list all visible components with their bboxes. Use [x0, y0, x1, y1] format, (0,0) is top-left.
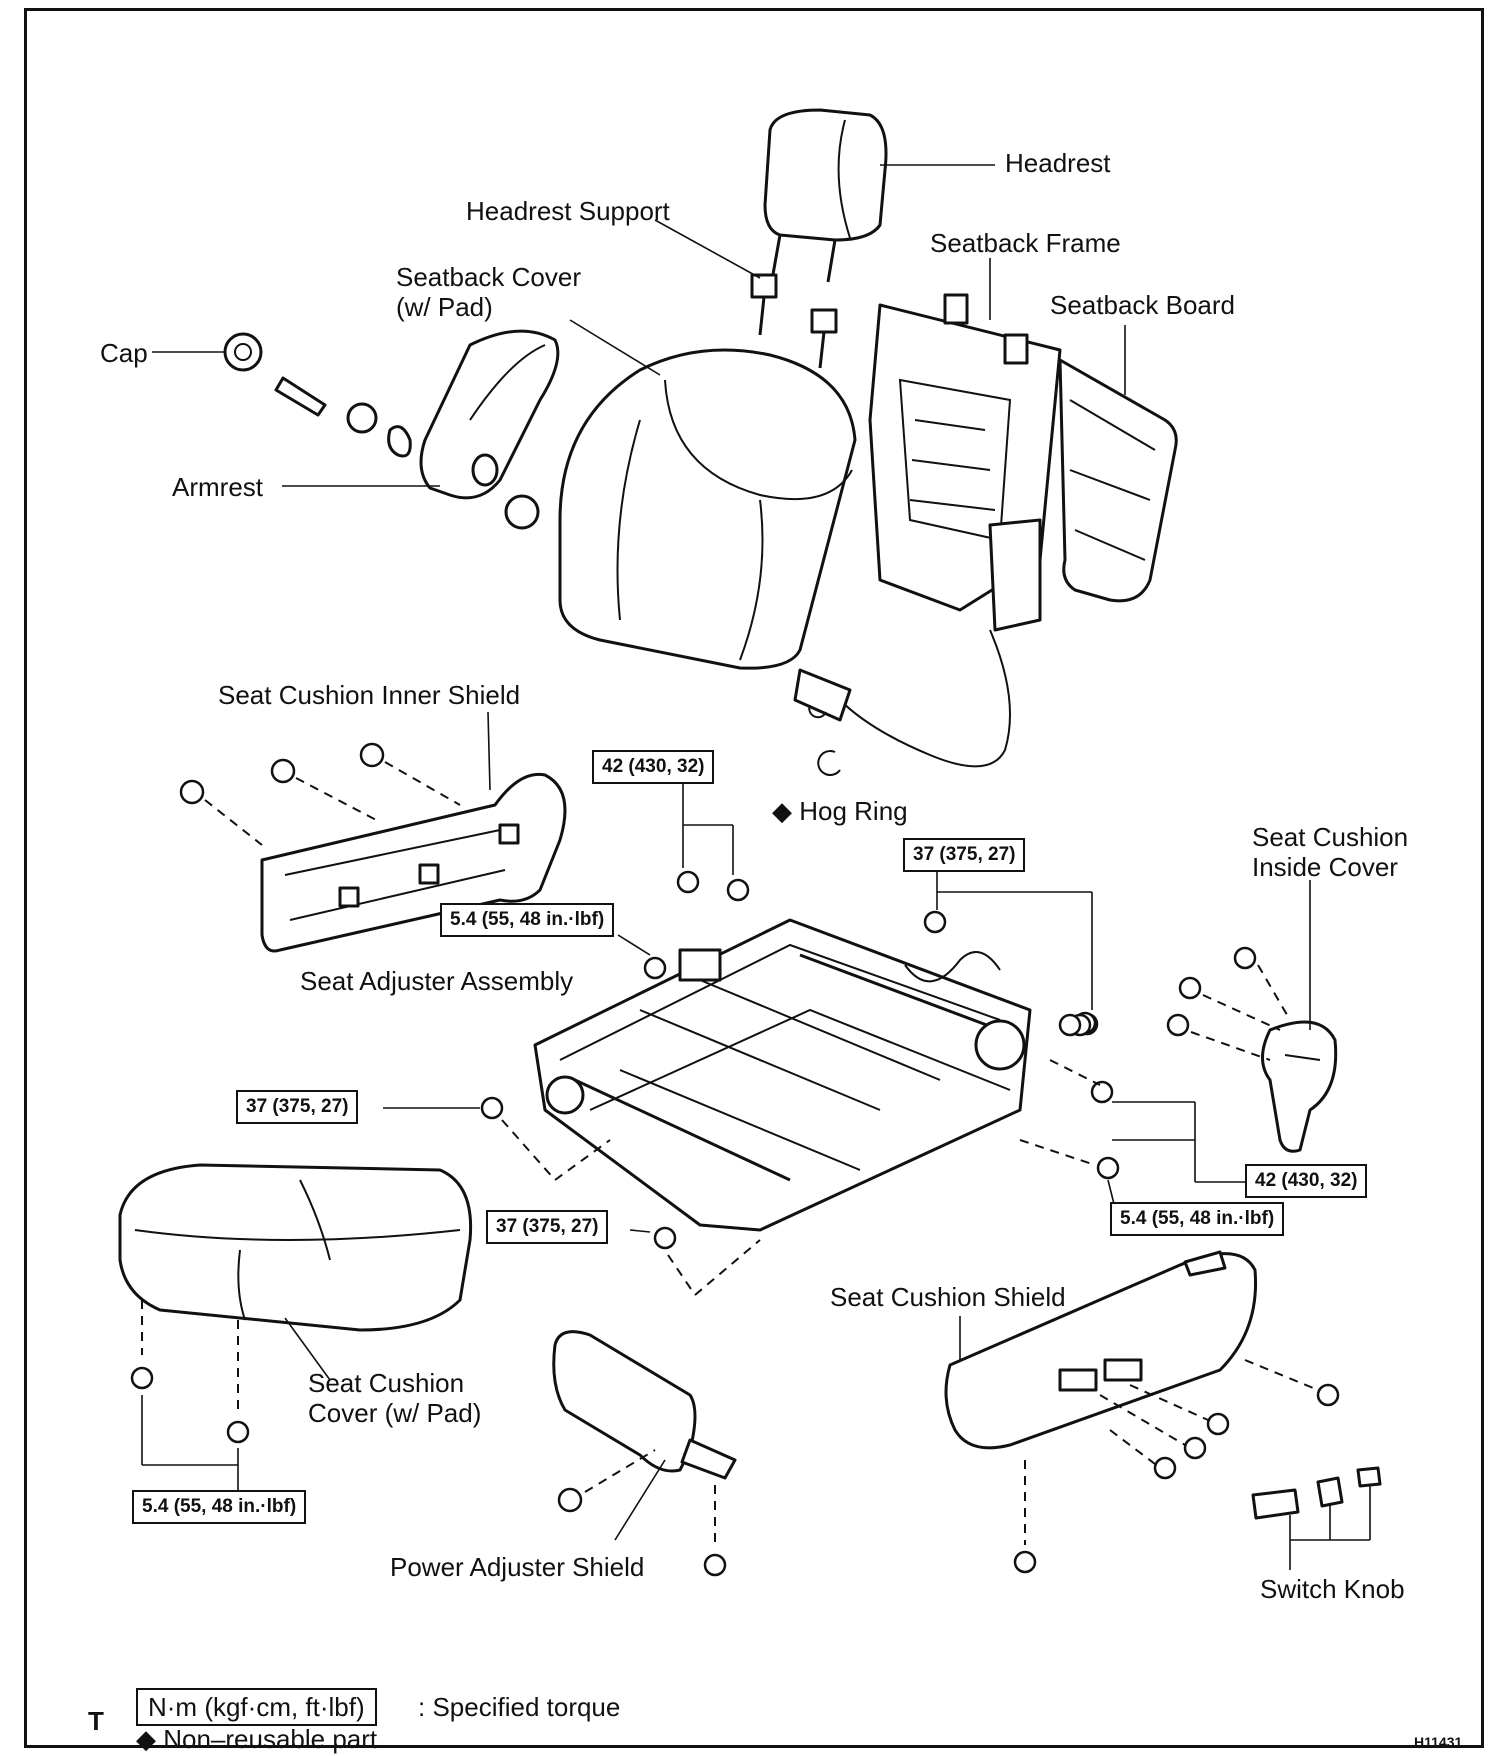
torque-box-54-top: 5.4 (55, 48 in.·lbf) [440, 903, 615, 937]
label-seat-cushion-cover-line1: Seat Cushion [308, 1368, 465, 1398]
label-headrest-support: Headrest Support [466, 196, 670, 226]
seat-adjuster-bolts [480, 870, 1120, 1296]
legend-non-reusable-text: Non–reusable part [163, 1724, 378, 1754]
seatback-board-part [1058, 358, 1178, 603]
label-seatback-frame: Seatback Frame [930, 228, 1121, 258]
label-armrest: Armrest [172, 472, 263, 502]
cable-part [793, 629, 1011, 768]
seat-cushion-inside-cover-part [1166, 946, 1338, 1153]
figure-code: H11431 [1414, 1734, 1463, 1750]
label-seat-adjuster-assembly: Seat Adjuster Assembly [300, 966, 574, 996]
label-seat-cushion-inside-cover-line1: Seat Cushion [1252, 822, 1409, 852]
legend-non-reusable: ◆ Non–reusable part [136, 1724, 377, 1754]
leader-lines [152, 164, 1311, 1541]
label-hog-ring-text: Hog Ring [799, 796, 908, 826]
diamond-icon: ◆ [772, 796, 792, 826]
label-seat-cushion-inner-shield: Seat Cushion Inner Shield [218, 680, 521, 710]
label-switch-knob: Switch Knob [1260, 1574, 1405, 1604]
cap-hardware [223, 332, 540, 530]
label-seatback-cover-line2: (w/ Pad) [396, 292, 493, 322]
switch-knob-part [1251, 1466, 1382, 1570]
torque-box-37-left: 37 (375, 27) [236, 1090, 359, 1124]
armrest-part [419, 329, 560, 500]
power-adjuster-shield-part [552, 1330, 737, 1577]
legend-units-box: N·m (kgf·cm, ft·lbf) [136, 1688, 377, 1726]
seat-cushion-inner-shield-part [260, 772, 567, 953]
headrest-support-part [750, 273, 838, 369]
label-power-adjuster-shield: Power Adjuster Shield [390, 1552, 645, 1582]
label-cap: Cap [100, 338, 148, 368]
label-headrest: Headrest [1005, 148, 1111, 178]
torque-box-37-bottom: 37 (375, 27) [486, 1210, 609, 1244]
diamond-icon: ◆ [136, 1724, 156, 1754]
torque-box-54-right: 5.4 (55, 48 in.·lbf) [1110, 1202, 1285, 1236]
seat-cushion-shield-part [944, 1250, 1340, 1574]
headrest-part [763, 108, 888, 283]
legend-specified-torque: : Specified torque [418, 1692, 621, 1722]
hog-ring-part [817, 750, 841, 777]
label-seatback-board: Seatback Board [1050, 290, 1236, 320]
label-seat-cushion-shield: Seat Cushion Shield [830, 1282, 1066, 1312]
seat-cushion-cover-part [118, 1163, 473, 1332]
label-hog-ring: ◆ Hog Ring [772, 796, 908, 826]
seatback-frame-part [868, 293, 1062, 632]
diagram-frame [24, 8, 1484, 1748]
corner-mark: T [88, 1706, 104, 1736]
cushion-cover-bolts [130, 1300, 250, 1490]
label-seatback-cover-line1: Seatback Cover [396, 262, 581, 292]
inner-shield-screws [179, 742, 461, 846]
torque-box-42-right: 42 (430, 32) [1245, 1164, 1368, 1198]
label-seat-cushion-inside-cover-line2: Inside Cover [1252, 852, 1398, 882]
seat-adjuster-assembly-part [533, 918, 1032, 1232]
torque-box-37-top: 37 (375, 27) [903, 838, 1026, 872]
label-seat-cushion-cover-line2: Cover (w/ Pad) [308, 1398, 482, 1428]
torque-box-54-bottom: 5.4 (55, 48 in.·lbf) [132, 1490, 307, 1524]
seatback-cover-part [558, 348, 857, 670]
torque-box-42-top: 42 (430, 32) [592, 750, 715, 784]
